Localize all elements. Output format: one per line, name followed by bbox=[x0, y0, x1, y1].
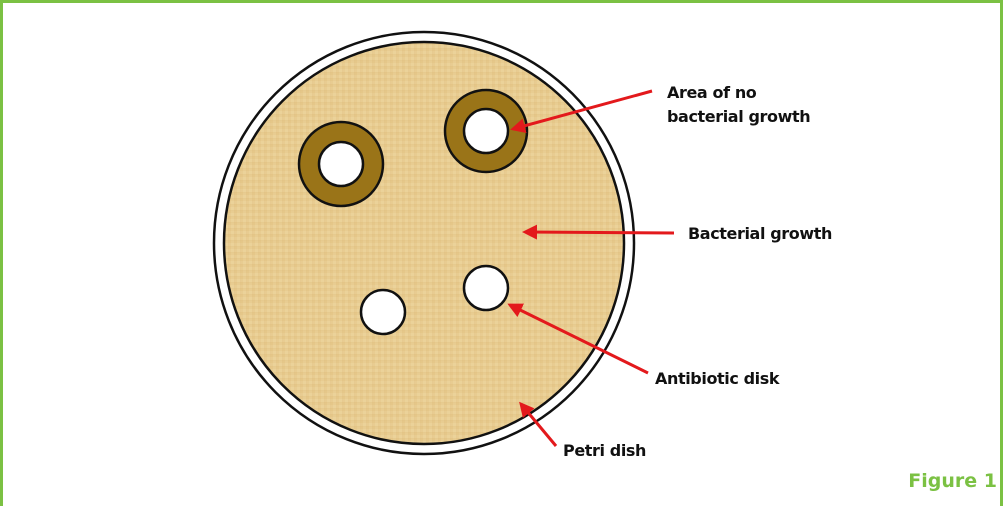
label-no-growth-line1: Area of no bbox=[667, 83, 757, 102]
no-growth-zone-right bbox=[445, 90, 527, 172]
no-growth-zone-left bbox=[299, 122, 383, 206]
label-no-growth: Area of no bacterial growth bbox=[667, 83, 810, 126]
label-bacterial-growth: Bacterial growth bbox=[688, 224, 832, 243]
label-antibiotic-disk: Antibiotic disk bbox=[655, 369, 780, 388]
antibiotic-disk-icon bbox=[464, 109, 508, 153]
red-arrow-icon bbox=[525, 232, 674, 233]
figure-caption: Figure 1 bbox=[908, 470, 997, 492]
label-petri-dish: Petri dish bbox=[563, 441, 646, 460]
antibiotic-disk-icon bbox=[361, 290, 405, 334]
label-no-growth-line2: bacterial growth bbox=[667, 107, 810, 126]
antibiotic-disk-icon bbox=[319, 142, 363, 186]
bacterial-growth-area bbox=[224, 42, 624, 444]
antibiotic-disk-icon bbox=[464, 266, 508, 310]
